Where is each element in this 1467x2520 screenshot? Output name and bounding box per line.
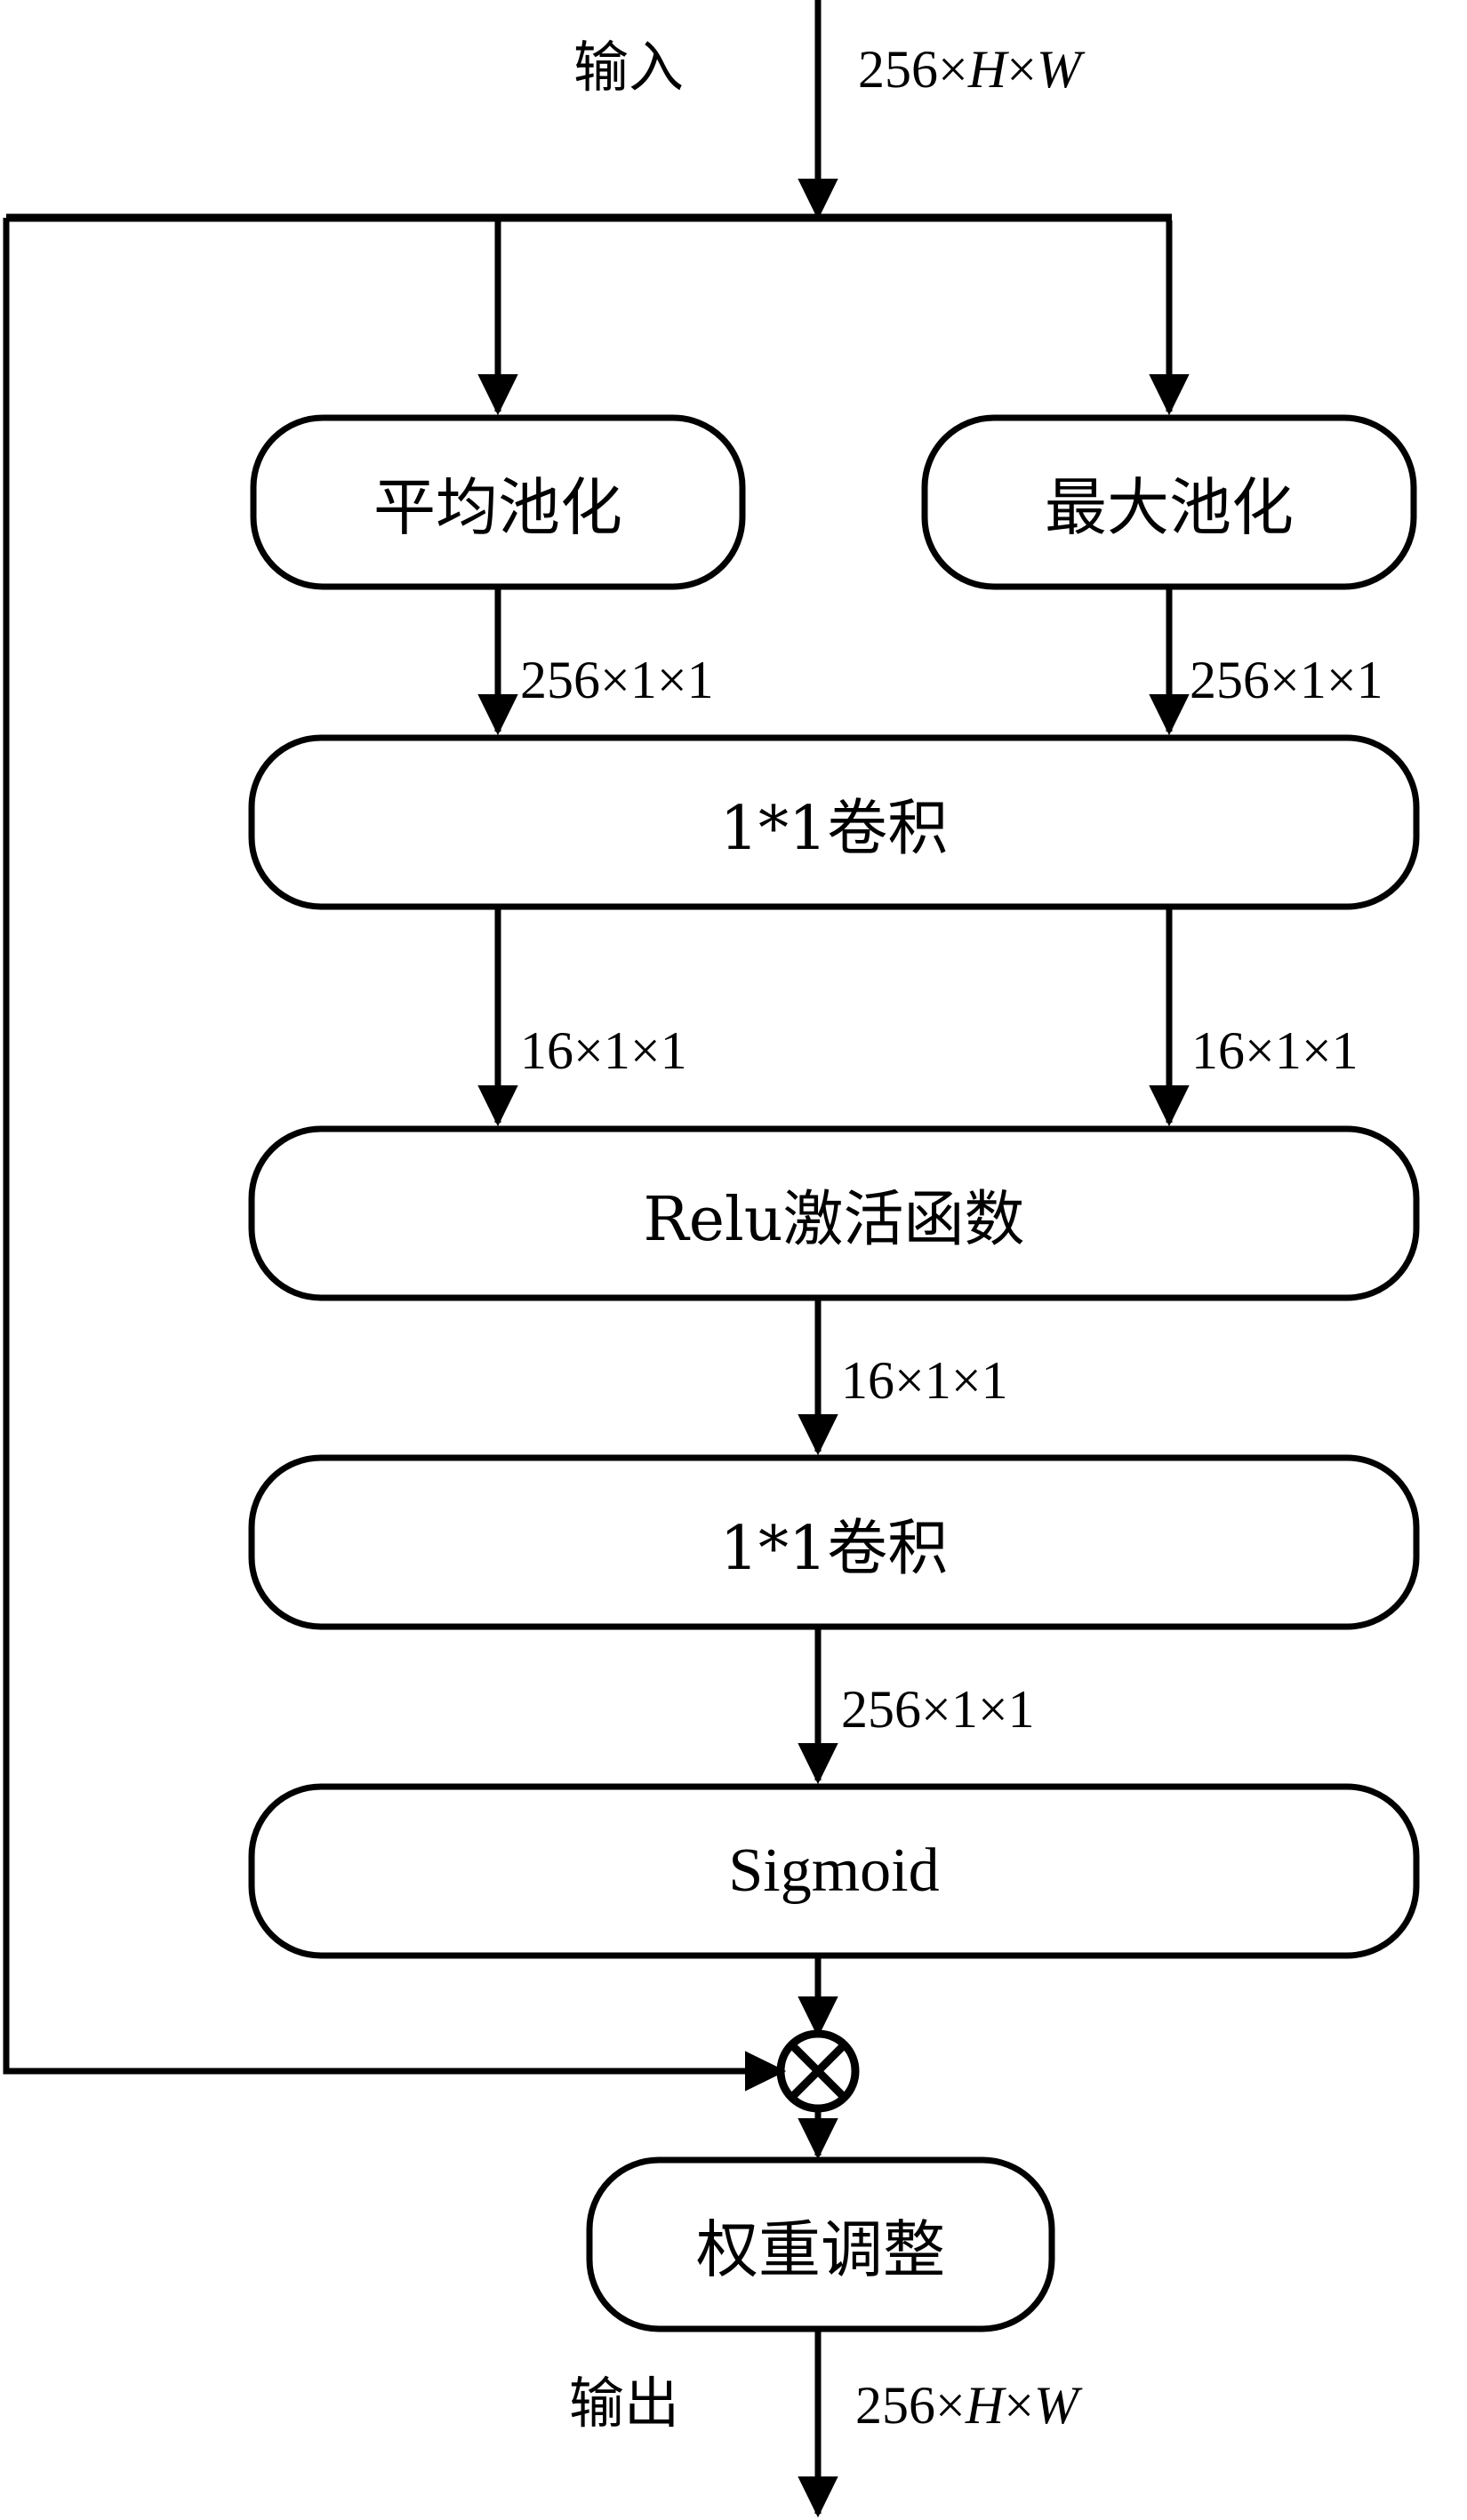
multiply-cross (789, 2042, 847, 2100)
edge-label-conv2-out: 256×1×1 (841, 1680, 1035, 1739)
output-dim-label: 256×H×W (855, 2376, 1079, 2435)
node-sigmoid-shape (248, 1783, 1420, 1959)
edge-label-conv1-out-left: 16×1×1 (520, 1021, 687, 1080)
input-dim-label: 256×H×W (858, 40, 1082, 99)
edge-label-conv1-out-right: 16×1×1 (1191, 1021, 1359, 1080)
node-max-pool-label: 最大池化 (1045, 470, 1294, 544)
node-conv2-shape (248, 1454, 1420, 1630)
input-label: 输入 (573, 35, 685, 100)
node-max-pool-shape (921, 414, 1417, 590)
edge-label-maxpool-out: 256×1×1 (1190, 651, 1383, 709)
node-relu-label: Relu激活函数 (643, 1184, 1025, 1255)
output-label: 输出 (569, 2371, 680, 2436)
edge-label-avgpool-out: 256×1×1 (520, 651, 714, 709)
node-avg-pool-label: 平均池化 (373, 470, 622, 544)
node-sigmoid-label: Sigmoid (728, 1836, 940, 1905)
node-avg-pool-shape (250, 414, 746, 590)
node-conv1-shape (248, 734, 1420, 910)
edge-skip-connection (3, 218, 787, 2092)
multiply-circle (776, 2029, 860, 2113)
node-reweight-shape (586, 2156, 1055, 2332)
node-conv2-label: 1*1卷积 (719, 1513, 949, 1584)
node-relu-shape (248, 1125, 1420, 1301)
node-conv1-label: 1*1卷积 (719, 793, 949, 864)
edge-label-relu-out: 16×1×1 (841, 1351, 1008, 1410)
node-reweight-label: 权重调整 (696, 2212, 945, 2286)
